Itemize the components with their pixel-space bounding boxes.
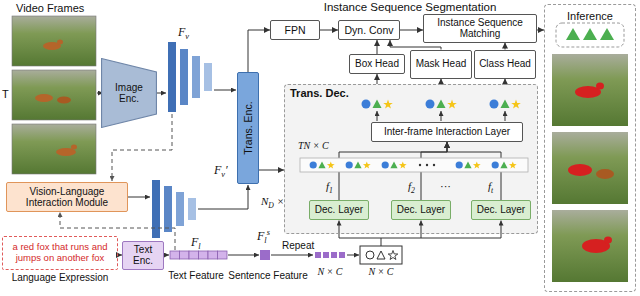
arrow <box>198 185 248 209</box>
node-label: a red fox that runs and jumps on another… <box>3 242 117 264</box>
frame-symbol: f2 <box>408 180 415 193</box>
repeated-sentence-features <box>315 252 345 258</box>
node-label: Class Head <box>476 58 534 70</box>
section-title: Instance Sequence Segmentation <box>324 1 497 14</box>
dashed-arrow <box>112 114 172 181</box>
token-row <box>300 158 528 172</box>
fused-feature-pyramid <box>152 180 196 238</box>
arrow <box>421 221 422 239</box>
decoder-layer: Dec. Layer <box>471 200 531 220</box>
arrow <box>347 255 359 256</box>
node-label: Mask Head <box>413 58 470 70</box>
connector-arrow <box>259 170 284 171</box>
operation-label: Repeat <box>282 240 314 252</box>
dimension-label: N × C <box>368 266 393 278</box>
node-label: Trans. Enc. <box>242 98 254 157</box>
node-label: Vision-Language Interaction Module <box>7 186 127 209</box>
node-label: Dec. Layer <box>312 204 366 216</box>
repeat-label: ND × <box>261 195 284 208</box>
connector-arrow <box>248 30 270 72</box>
node-label: Dyn. Conv <box>341 24 396 36</box>
inference-results <box>552 23 628 282</box>
process-box: Inter-frame Interaction Layer <box>371 122 523 142</box>
module-box: Vision-Language Interaction Module <box>6 182 128 212</box>
arrow <box>271 255 313 256</box>
encoder-block: Trans. Enc. <box>237 72 259 184</box>
arrow <box>214 90 236 91</box>
subscript: l <box>264 236 266 245</box>
ellipsis: ··· <box>440 180 451 193</box>
visual-feature-pyramid <box>168 42 212 112</box>
arrow <box>228 255 259 256</box>
dimension-label: N × C <box>317 266 342 278</box>
subscript: D <box>268 201 274 210</box>
feature-symbol: Fls <box>257 230 270 244</box>
trapezoid-shape <box>102 59 157 128</box>
connector-arrow <box>377 74 378 84</box>
decoder-layer: Dec. Layer <box>309 200 369 220</box>
node-label: Instance Sequence Matching <box>424 17 536 40</box>
head-box: Mask Head <box>410 50 472 79</box>
feature-symbol: Fl <box>191 236 201 250</box>
connector-arrow <box>320 30 338 31</box>
feature-symbol: Fv′ <box>214 164 228 178</box>
expression-box: a red fox that runs and jumps on another… <box>2 236 118 270</box>
process-box: Dyn. Conv <box>338 20 400 40</box>
subscript: 2 <box>411 186 415 195</box>
frame-symbol: f1 <box>326 180 333 193</box>
node-label: Box Head <box>352 58 402 70</box>
layer-output-arrows <box>377 111 505 121</box>
encoder-block: Image Enc. <box>101 58 157 128</box>
arrow <box>381 221 501 239</box>
node-heading: Trans. Dec. <box>290 87 349 100</box>
dimension-label: TN × C <box>298 140 329 152</box>
node-label: Dec. Layer <box>474 204 528 216</box>
node-label: Image Enc. <box>101 82 157 105</box>
axis-label: T <box>2 88 9 101</box>
subscript: v <box>221 170 225 179</box>
decoder-layer: Dec. Layer <box>391 200 451 220</box>
subscript: t <box>491 186 493 195</box>
connector-arrow <box>537 30 544 31</box>
subscript: l <box>198 242 200 251</box>
process-box: FPN <box>270 20 320 40</box>
connector-arrow <box>377 40 378 54</box>
inference-panel: Inference <box>544 4 636 292</box>
encoder-block: Text Enc. <box>122 241 164 270</box>
sentence-feature <box>260 250 270 260</box>
decoder-region: Trans. Dec. Inter-frame Interaction Layer… <box>284 84 538 234</box>
superscript: s <box>267 228 270 237</box>
node-heading: Language Expression <box>12 272 109 284</box>
node-label: FPN <box>282 24 309 36</box>
query-box <box>360 246 402 264</box>
process-box: Instance Sequence Matching <box>423 14 537 43</box>
node-label: Dec. Layer <box>394 204 448 216</box>
feature-label: Text Feature <box>168 270 224 282</box>
subscript: 1 <box>329 186 333 195</box>
node-label: Text Enc. <box>123 244 163 267</box>
figure-label: Video Frames <box>16 2 84 15</box>
arrow <box>127 197 150 198</box>
subscript: v <box>185 32 189 41</box>
feature-label: Sentence Feature <box>228 270 308 282</box>
connector-arrow <box>400 30 423 31</box>
node-label: Inter-frame Interaction Layer <box>381 126 513 138</box>
head-box: Class Head <box>474 50 536 79</box>
decoder-region-fill <box>284 84 538 234</box>
head-box: Box Head <box>349 54 405 74</box>
node-heading: Inference <box>545 10 635 23</box>
frame-symbol: ft <box>488 180 493 193</box>
connector-arrow <box>505 43 506 50</box>
feature-symbol: Fv <box>178 26 189 40</box>
video-frames <box>12 16 96 174</box>
output-tokens <box>362 100 521 109</box>
text-feature-bar <box>170 251 227 259</box>
